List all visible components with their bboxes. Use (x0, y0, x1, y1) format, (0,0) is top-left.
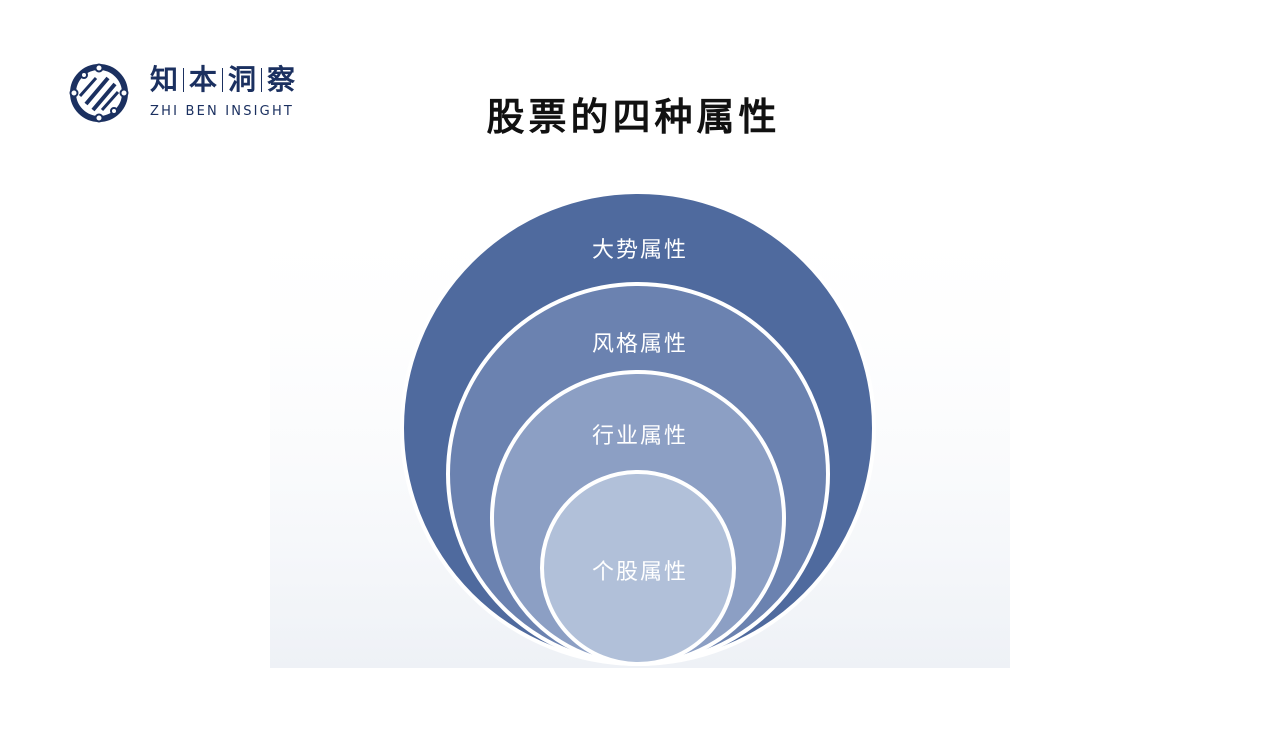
diagram-canvas (270, 190, 1010, 668)
ring-label-stock: 个股属性 (591, 560, 688, 585)
ring-label-style: 风格属性 (591, 332, 688, 357)
brand-divider (183, 68, 185, 92)
brand-divider (222, 68, 224, 92)
circuit-globe-icon (69, 63, 129, 123)
brand-char: 本 (189, 63, 218, 96)
brand-logo: 知 本 洞 察 ZHI BEN INSIGHT (66, 60, 326, 130)
brand-name-en: ZHI BEN INSIGHT (150, 104, 295, 119)
brand-char: 洞 (228, 63, 257, 96)
ring-label-industry: 行业属性 (591, 424, 688, 449)
ring-stock (540, 470, 736, 666)
brand-divider (261, 68, 263, 92)
ring-label-market: 大势属性 (591, 238, 688, 263)
page-title: 股票的四种属性 (486, 95, 781, 139)
brand-char: 知 (150, 63, 179, 96)
brand-name-cn: 知 本 洞 察 (150, 62, 300, 98)
nested-circles-diagram: 大势属性 风格属性 行业属性 个股属性 (270, 180, 1010, 670)
brand-char: 察 (267, 63, 296, 96)
